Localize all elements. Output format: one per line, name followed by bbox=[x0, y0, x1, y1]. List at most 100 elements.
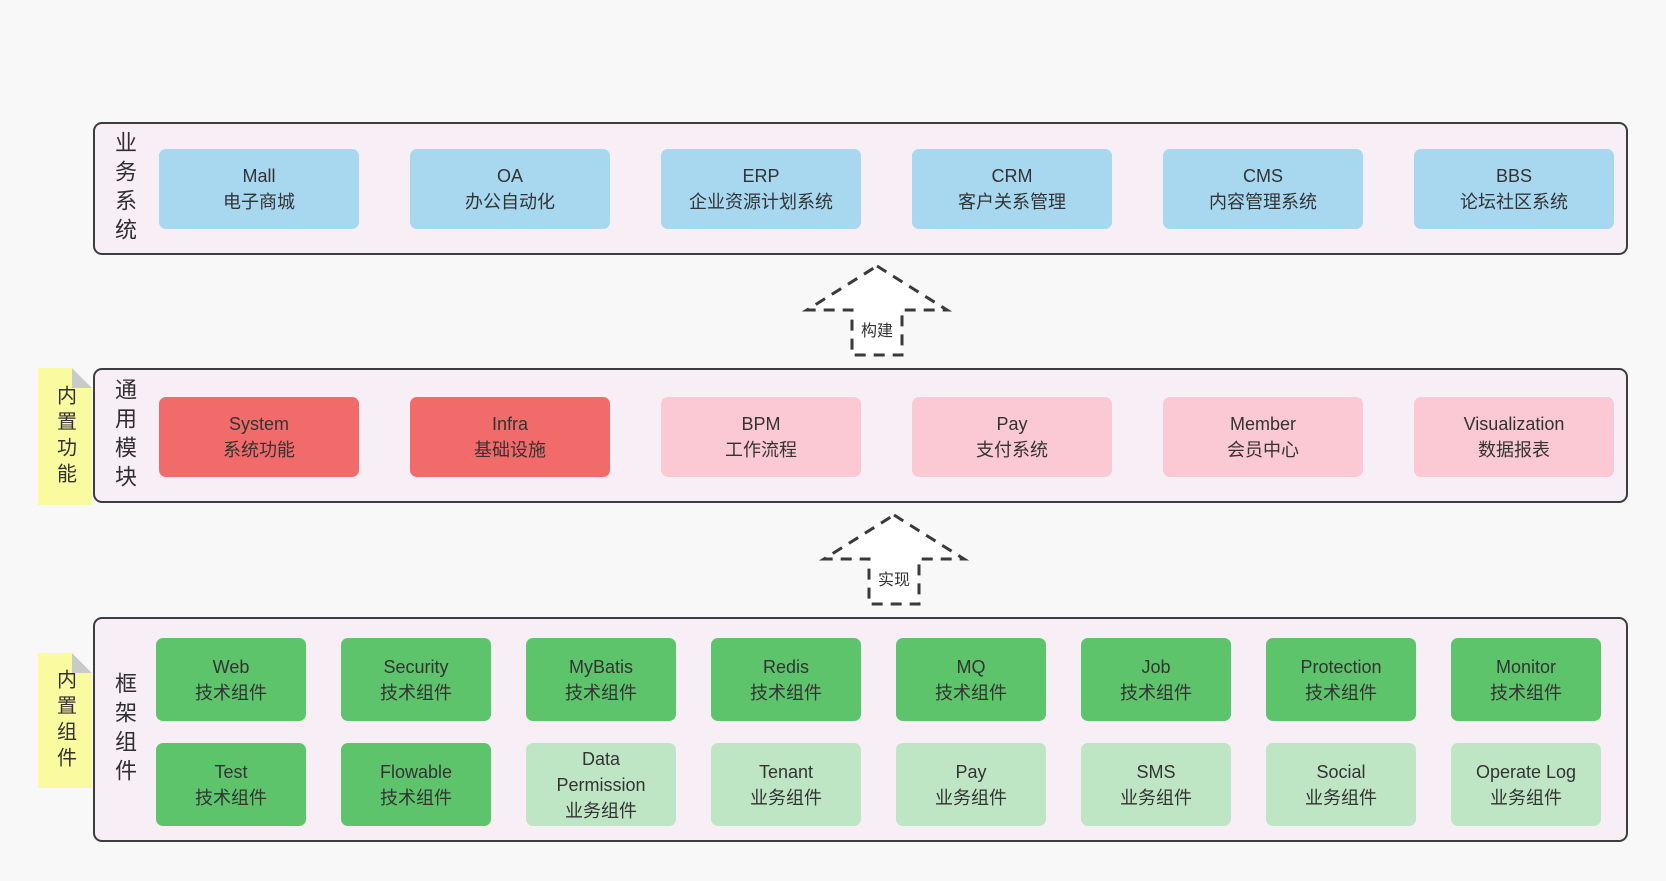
box-title: Tenant bbox=[758, 761, 814, 782]
box-title: Pay bbox=[955, 761, 987, 782]
box-subtitle: 技术组件 bbox=[195, 682, 267, 703]
dashed-up-arrow-build-icon: 构建 bbox=[802, 263, 952, 358]
box-web: Web 技术组件 bbox=[156, 638, 306, 721]
box-bbs: BBS 论坛社区系统 bbox=[1414, 149, 1614, 229]
layer-framework-components: 框架组件 Web 技术组件 Security 技术组件 MyBatis 技术组件… bbox=[93, 617, 1628, 842]
box-visualization: Visualization 数据报表 bbox=[1414, 397, 1614, 477]
box-crm: CRM 客户关系管理 bbox=[912, 149, 1112, 229]
layer-side-label: 通用模块 bbox=[112, 377, 137, 494]
box-title: BBS bbox=[1495, 166, 1533, 186]
box-data-permission: Data Permission 业务组件 bbox=[526, 743, 676, 826]
layer-side-label: 业务系统 bbox=[112, 130, 137, 247]
box-title: Redis bbox=[762, 656, 810, 677]
box-title: Job bbox=[1141, 656, 1171, 677]
box-subtitle: 企业资源计划系统 bbox=[689, 192, 833, 212]
component-boxes-row-top: Web 技术组件 Security 技术组件 MyBatis 技术组件 Redi… bbox=[156, 638, 1601, 721]
box-title: MyBatis bbox=[568, 656, 633, 677]
box-subtitle: 会员中心 bbox=[1227, 440, 1299, 460]
box-subtitle: 业务组件 bbox=[750, 787, 822, 808]
layer-side-label: 框架组件 bbox=[112, 671, 137, 788]
box-title: Social bbox=[1316, 761, 1366, 782]
box-mall: Mall 电子商城 bbox=[159, 149, 359, 229]
box-title: Pay bbox=[996, 414, 1028, 434]
box-title: Test bbox=[214, 761, 248, 782]
box-social: Social 业务组件 bbox=[1266, 743, 1416, 826]
box-title: Member bbox=[1229, 414, 1296, 434]
box-title: CRM bbox=[991, 166, 1033, 186]
box-title: Infra bbox=[491, 414, 529, 434]
layer-common-modules: 通用模块 System 系统功能 Infra 基础设施 BPM 工作流程 Pay… bbox=[93, 368, 1628, 503]
box-erp: ERP 企业资源计划系统 bbox=[661, 149, 861, 229]
arrow-label: 实现 bbox=[877, 572, 910, 589]
box-subtitle: 技术组件 bbox=[195, 787, 267, 808]
box-title: ERP bbox=[742, 166, 780, 186]
box-subtitle: 业务组件 bbox=[1120, 787, 1192, 808]
box-subtitle: 技术组件 bbox=[1305, 682, 1377, 703]
box-security: Security 技术组件 bbox=[341, 638, 491, 721]
box-title: MQ bbox=[956, 656, 986, 677]
layer-business-systems: 业务系统 Mall 电子商城 OA 办公自动化 ERP 企业资源计划系统 CRM… bbox=[93, 122, 1628, 255]
box-subtitle: 技术组件 bbox=[1120, 682, 1192, 703]
box-subtitle: 论坛社区系统 bbox=[1460, 192, 1568, 212]
component-boxes-row-bottom: Test 技术组件 Flowable 技术组件 Data Permission … bbox=[156, 743, 1601, 826]
box-tenant: Tenant 业务组件 bbox=[711, 743, 861, 826]
box-subtitle: 业务组件 bbox=[1490, 787, 1562, 808]
box-pay: Pay 支付系统 bbox=[912, 397, 1112, 477]
box-monitor: Monitor 技术组件 bbox=[1451, 638, 1601, 721]
box-pay-biz: Pay 业务组件 bbox=[896, 743, 1046, 826]
box-subtitle: 业务组件 bbox=[565, 800, 637, 821]
box-subtitle: 技术组件 bbox=[565, 682, 637, 703]
dashed-up-arrow-implement-icon: 实现 bbox=[819, 512, 969, 607]
box-system: System 系统功能 bbox=[159, 397, 359, 477]
note-text: 内置功能 bbox=[53, 384, 76, 489]
sticky-note-builtin-components: 内置组件 bbox=[38, 653, 92, 788]
box-redis: Redis 技术组件 bbox=[711, 638, 861, 721]
box-infra: Infra 基础设施 bbox=[410, 397, 610, 477]
box-subtitle: 内容管理系统 bbox=[1209, 192, 1317, 212]
box-mq: MQ 技术组件 bbox=[896, 638, 1046, 721]
box-mybatis: MyBatis 技术组件 bbox=[526, 638, 676, 721]
box-test: Test 技术组件 bbox=[156, 743, 306, 826]
box-title: Mall bbox=[242, 166, 276, 186]
box-subtitle: 工作流程 bbox=[725, 440, 797, 460]
box-title: Visualization bbox=[1463, 414, 1565, 434]
box-title: CMS bbox=[1243, 166, 1283, 186]
box-subtitle: 业务组件 bbox=[1305, 787, 1377, 808]
box-job: Job 技术组件 bbox=[1081, 638, 1231, 721]
box-title: Monitor bbox=[1495, 656, 1557, 677]
box-title: Web bbox=[212, 656, 250, 677]
module-boxes-row: System 系统功能 Infra 基础设施 BPM 工作流程 Pay 支付系统… bbox=[159, 397, 1614, 477]
box-subtitle: 数据报表 bbox=[1478, 440, 1550, 460]
box-flowable: Flowable 技术组件 bbox=[341, 743, 491, 826]
box-subtitle: 技术组件 bbox=[380, 787, 452, 808]
box-subtitle: 技术组件 bbox=[750, 682, 822, 703]
business-boxes-row: Mall 电子商城 OA 办公自动化 ERP 企业资源计划系统 CRM 客户关系… bbox=[159, 149, 1614, 229]
box-subtitle: 客户关系管理 bbox=[958, 192, 1066, 212]
sticky-note-builtin-features: 内置功能 bbox=[38, 368, 92, 505]
box-subtitle: 业务组件 bbox=[935, 787, 1007, 808]
box-subtitle: 技术组件 bbox=[935, 682, 1007, 703]
box-title: BPM bbox=[741, 414, 781, 434]
box-title: Operate Log bbox=[1475, 761, 1577, 782]
box-title: Security bbox=[383, 656, 449, 677]
box-subtitle: 支付系统 bbox=[976, 440, 1048, 460]
box-subtitle: 电子商城 bbox=[223, 192, 295, 212]
box-member: Member 会员中心 bbox=[1163, 397, 1363, 477]
arrow-label: 构建 bbox=[860, 323, 893, 340]
box-bpm: BPM 工作流程 bbox=[661, 397, 861, 477]
box-title: OA bbox=[496, 166, 523, 186]
box-title: Protection bbox=[1300, 656, 1382, 677]
box-oa: OA 办公自动化 bbox=[410, 149, 610, 229]
box-operate-log: Operate Log 业务组件 bbox=[1451, 743, 1601, 826]
note-text: 内置组件 bbox=[53, 668, 76, 773]
arrow-shape bbox=[802, 264, 952, 357]
box-cms: CMS 内容管理系统 bbox=[1163, 149, 1363, 229]
box-subtitle: 系统功能 bbox=[223, 440, 295, 460]
arrow-shape bbox=[819, 513, 969, 606]
box-title: System bbox=[228, 414, 289, 434]
box-title: Flowable bbox=[379, 761, 453, 782]
box-subtitle: 技术组件 bbox=[1490, 682, 1562, 703]
box-subtitle: 办公自动化 bbox=[465, 192, 555, 212]
box-title: SMS bbox=[1136, 761, 1176, 782]
